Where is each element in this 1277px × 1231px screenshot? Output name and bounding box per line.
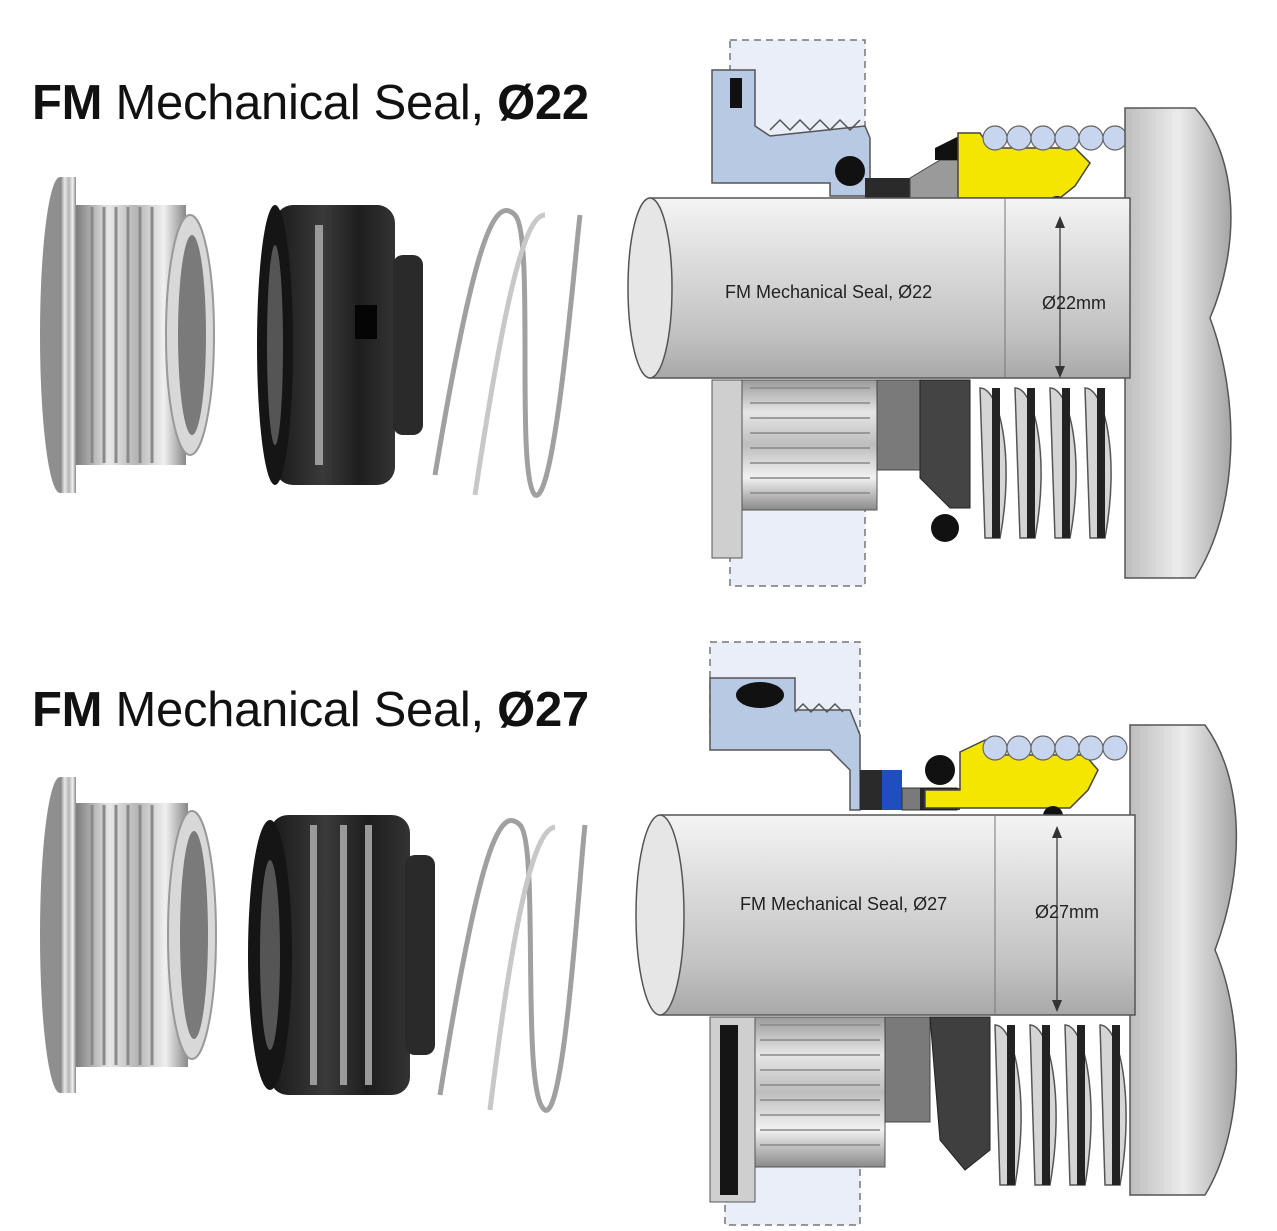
rubber-bellows-image	[248, 815, 435, 1095]
rubber-bellows-image	[257, 205, 423, 485]
title-size: Ø22	[497, 76, 589, 130]
title-text: Mechanical Seal,	[115, 683, 484, 737]
section-title: FM Mechanical Seal, Ø27	[32, 682, 589, 738]
threaded-housing-image	[40, 777, 217, 1093]
dimension-label: Ø22mm	[1042, 293, 1106, 313]
section-seal-22: FM Mechanical Seal, Ø22	[0, 0, 1277, 610]
spring-image	[437, 818, 588, 1113]
section-seal-27: FM Mechanical Seal, Ø27	[0, 610, 1277, 1231]
cross-section-diagram: FM Mechanical Seal, Ø27 Ø27mm	[635, 641, 1238, 1226]
shaft-label: FM Mechanical Seal, Ø27	[740, 894, 947, 914]
shaft-label: FM Mechanical Seal, Ø22	[725, 282, 932, 302]
title-brand: FM	[32, 683, 103, 737]
title-size: Ø27	[497, 683, 589, 737]
spring-image	[432, 208, 583, 498]
title-brand: FM	[32, 76, 103, 130]
title-text: Mechanical Seal,	[115, 76, 484, 130]
threaded-housing-image	[40, 177, 215, 493]
section-title: FM Mechanical Seal, Ø22	[32, 75, 589, 131]
dimension-label: Ø27mm	[1035, 902, 1099, 922]
cross-section-diagram: FM Mechanical Seal, Ø22 Ø22mm	[627, 39, 1232, 587]
